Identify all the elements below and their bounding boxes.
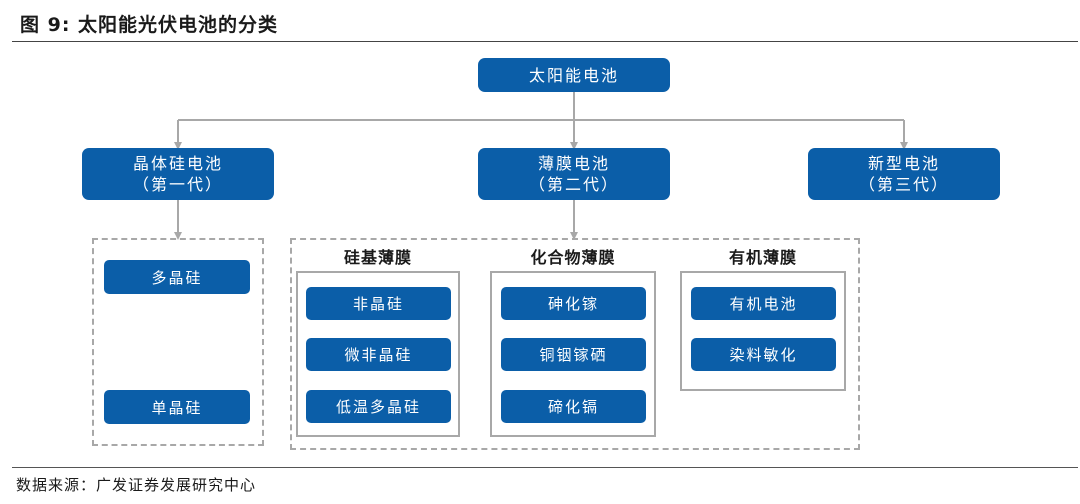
group-silicon-label: 硅基薄膜 [343,248,412,267]
branch-crystalline-name: 晶体硅电池 [132,154,223,173]
thinfilm-group-box [290,238,860,450]
branch-thinfilm-gen: （第二代） [528,175,619,194]
group-compound-box [490,271,656,437]
crystalline-group-box [92,238,264,446]
root-label: 太阳能电池 [528,65,619,85]
branch-thinfilm: 薄膜电池 （第二代） [478,148,670,200]
group-compound-label: 化合物薄膜 [530,248,616,267]
bottom-rule [12,467,1078,468]
branch-thinfilm-name: 薄膜电池 [537,154,610,173]
leaf-micro-amorphous-si: 微非晶硅 [306,338,451,371]
branch-novel: 新型电池 （第三代） [808,148,1000,200]
root-node: 太阳能电池 [478,58,670,92]
leaf-dye-sensitized: 染料敏化 [691,338,836,371]
group-organic-label: 有机薄膜 [728,248,797,267]
top-rule [12,41,1078,42]
branch-novel-name: 新型电池 [867,154,940,173]
leaf-amorphous-si: 非晶硅 [306,287,451,320]
leaf-gaas: 砷化镓 [501,287,646,320]
source-note: 数据来源：广发证券发展研究中心 [16,476,257,494]
figure-title: 图 9: 太阳能光伏电池的分类 [20,14,279,36]
leaf-organic-cell: 有机电池 [691,287,836,320]
leaf-monocrystalline: 单晶硅 [104,390,250,424]
branch-crystalline-gen: （第一代） [132,175,223,194]
leaf-polycrystalline: 多晶硅 [104,260,250,294]
leaf-low-temp-poly-si: 低温多晶硅 [306,390,451,423]
leaf-cdte: 碲化镉 [501,390,646,423]
branch-novel-gen: （第三代） [858,175,949,194]
group-silicon-box [296,271,460,437]
group-organic-box [680,271,846,391]
branch-crystalline: 晶体硅电池 （第一代） [82,148,274,200]
leaf-cigs: 铜铟镓硒 [501,338,646,371]
